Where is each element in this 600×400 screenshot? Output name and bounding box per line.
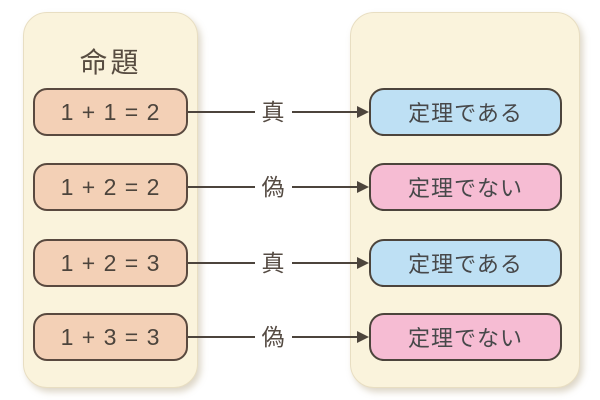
result-box-not-theorem: 定理でない [369, 163, 562, 211]
connector-row-4: 偽 [188, 320, 369, 354]
arrow-right-icon [357, 257, 369, 269]
connector-row-3: 真 [188, 246, 369, 280]
proposition-panel-title: 命題 [79, 47, 142, 78]
proposition-box: 1 + 2 = 2 [33, 163, 188, 211]
proposition-box: 1 + 1 = 2 [33, 88, 188, 136]
truth-value-label: 真 [261, 249, 285, 276]
connector-line [188, 336, 255, 338]
truth-value-label: 偽 [261, 173, 285, 200]
connector-line [188, 262, 255, 264]
proposition-box: 1 + 2 = 3 [33, 239, 188, 287]
connector-line [291, 262, 358, 264]
arrow-right-icon [357, 181, 369, 193]
result-box-theorem: 定理である [369, 239, 562, 287]
connector-row-2: 偽 [188, 170, 369, 204]
result-box-not-theorem: 定理でない [369, 313, 562, 361]
connector-line [291, 186, 358, 188]
truth-value-label: 真 [261, 98, 285, 125]
connector-line [188, 111, 255, 113]
truth-value-label: 偽 [261, 323, 285, 350]
connector-line [291, 111, 358, 113]
connector-line [188, 186, 255, 188]
arrow-right-icon [357, 331, 369, 343]
connector-line [291, 336, 358, 338]
connector-row-1: 真 [188, 95, 369, 129]
proposition-box: 1 + 3 = 3 [33, 313, 188, 361]
arrow-right-icon [357, 106, 369, 118]
result-box-theorem: 定理である [369, 88, 562, 136]
